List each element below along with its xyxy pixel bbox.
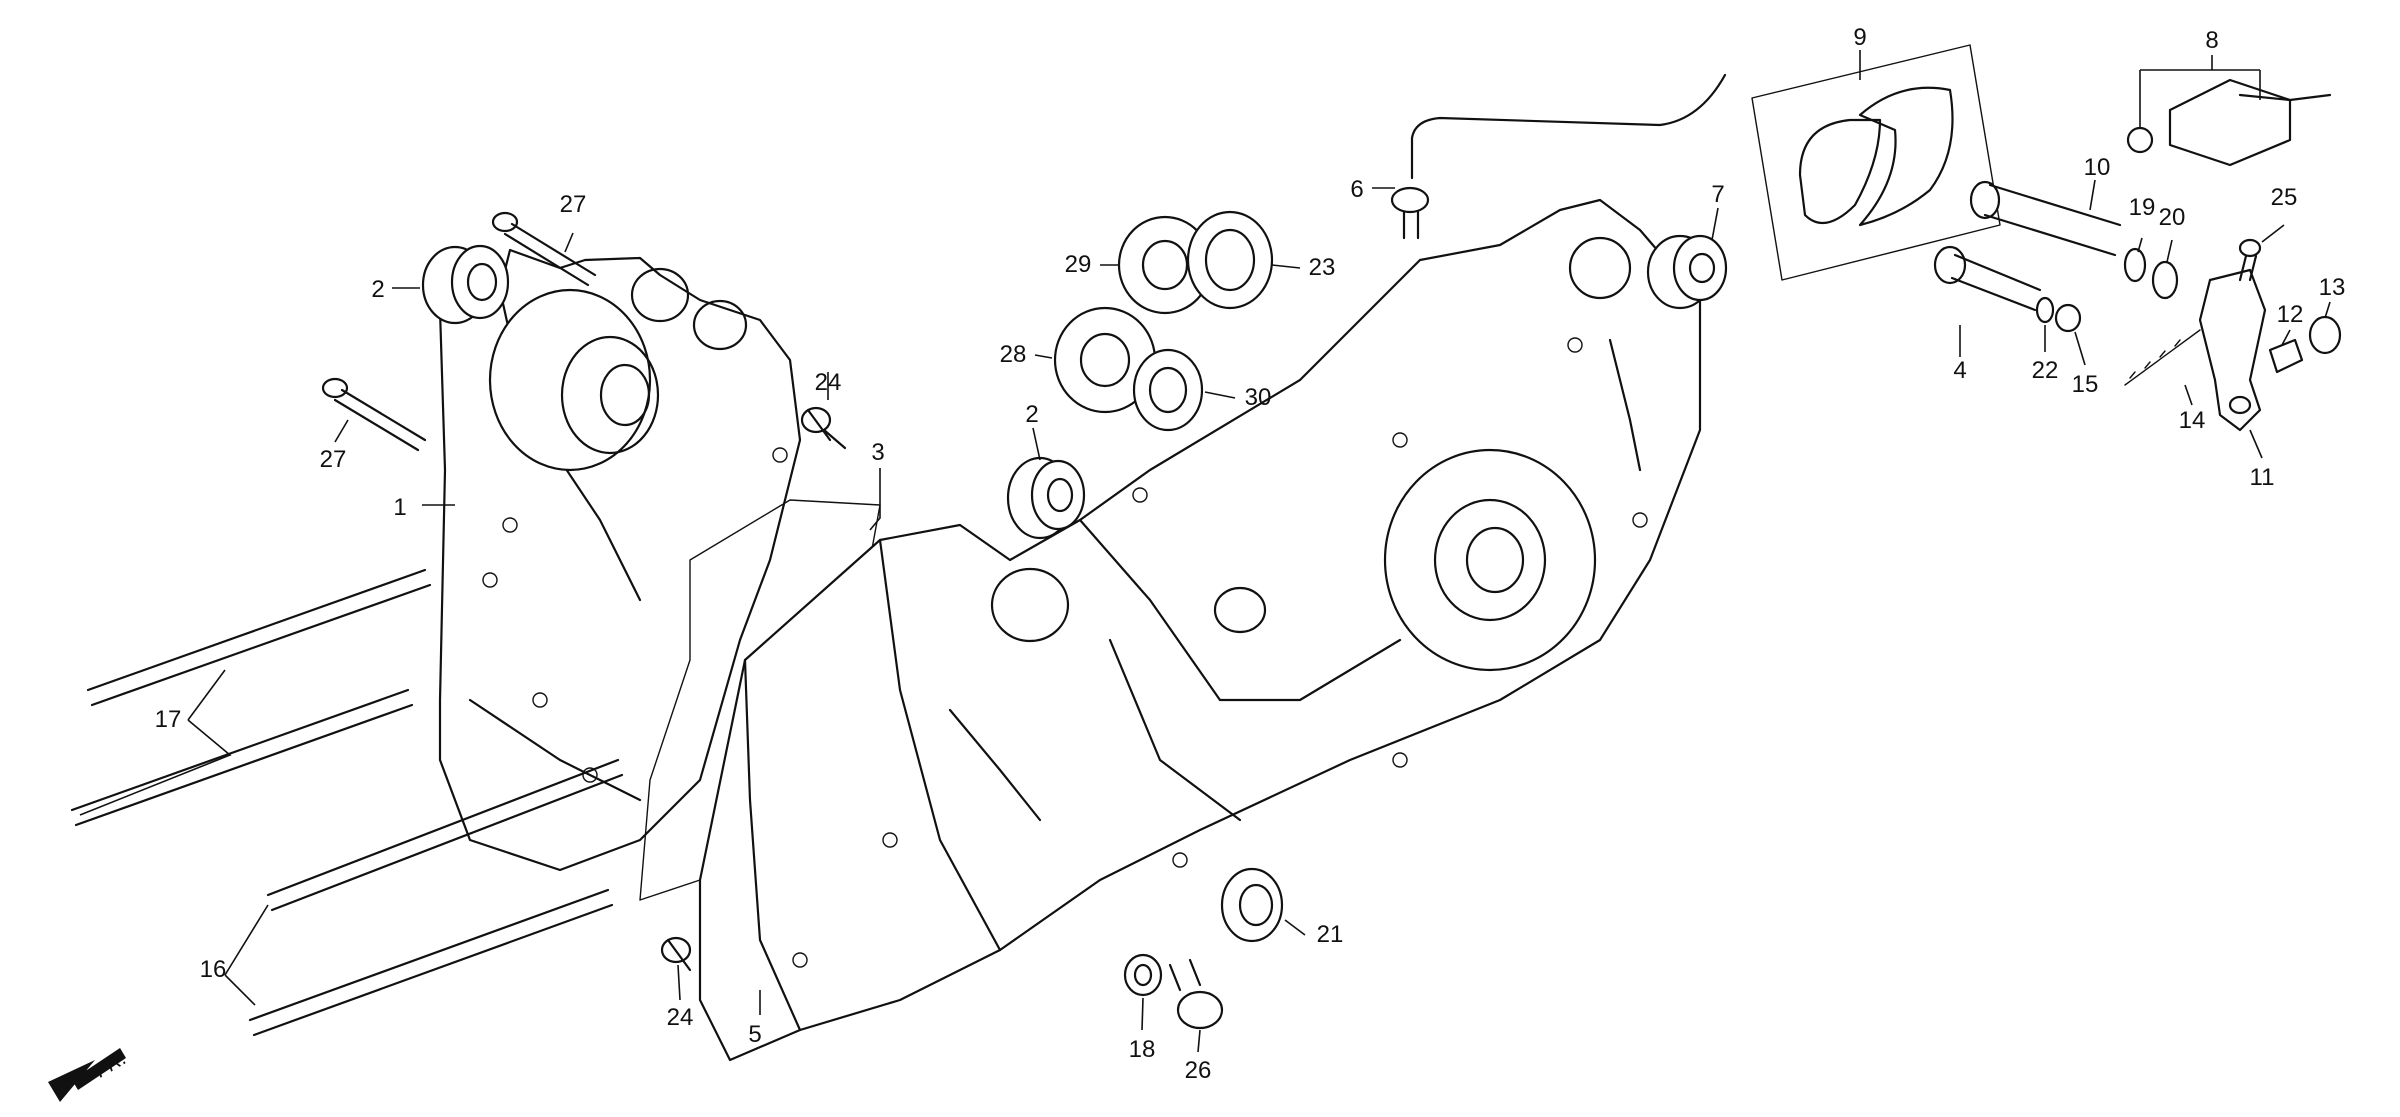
callout-11: 11 [2250, 464, 2275, 491]
callout-19: 19 [2129, 194, 2156, 221]
callout-22: 22 [2032, 357, 2059, 384]
oil-seal-23 [1186, 210, 1274, 310]
cap-13 [2308, 315, 2342, 355]
washer-22 [2035, 296, 2055, 324]
callout-labels: 1 2 2 3 4 5 6 7 8 9 10 11 12 13 14 15 16… [155, 24, 2346, 1084]
callout-2a: 2 [371, 276, 384, 303]
callout-26: 26 [1185, 1057, 1212, 1084]
callout-4: 4 [1953, 357, 1966, 384]
callout-1: 1 [393, 494, 406, 521]
callout-24b: 24 [667, 1004, 694, 1031]
callout-5: 5 [748, 1021, 761, 1048]
front-direction-indicator: FR. [48, 1047, 130, 1102]
washer-18 [1123, 953, 1163, 997]
bushing-7 [1646, 234, 1728, 310]
shaft-4 [1933, 245, 2042, 312]
callout-27b: 27 [320, 446, 347, 473]
callout-17: 17 [155, 706, 182, 733]
nut-15 [2054, 303, 2082, 333]
drain-bolt-26 [1168, 958, 1224, 1030]
oil-seal-30 [1132, 348, 1204, 432]
callout-9: 9 [1853, 24, 1866, 51]
bolt-27-lower [321, 377, 427, 452]
oil-seal-21 [1220, 867, 1284, 943]
front-arrow-icon [48, 1048, 126, 1102]
stud-bolts-17 [70, 568, 432, 827]
right-crankcase-half [698, 198, 1702, 1062]
callout-29: 29 [1065, 251, 1092, 278]
left-crankcase-half [438, 248, 802, 872]
brake-cam-shaft-10 [1969, 180, 2122, 257]
pin-12 [2268, 338, 2304, 374]
washer-19 [2123, 247, 2147, 283]
callout-7: 7 [1711, 181, 1724, 208]
callout-18: 18 [1129, 1036, 1156, 1063]
callout-10: 10 [2084, 154, 2111, 181]
stud-bolts-16 [248, 758, 624, 1037]
callout-8: 8 [2205, 27, 2218, 54]
leader-lines [79, 50, 2331, 1053]
callout-28: 28 [1000, 341, 1027, 368]
callout-30: 30 [1245, 384, 1272, 411]
bushing-2-top [421, 244, 510, 325]
callout-24a: 24 [815, 369, 842, 396]
callout-20: 20 [2159, 204, 2186, 231]
switch-8 [2126, 78, 2332, 167]
callout-16: 16 [200, 956, 227, 983]
callout-14: 14 [2179, 407, 2206, 434]
callout-21: 21 [1317, 921, 1344, 948]
callout-25: 25 [2271, 184, 2298, 211]
callout-12: 12 [2277, 301, 2304, 328]
callout-2b: 2 [1025, 401, 1038, 428]
bolt-27-upper [491, 211, 597, 287]
brake-shoe-9 [1751, 44, 2001, 281]
callout-3: 3 [871, 439, 884, 466]
callout-13: 13 [2319, 274, 2346, 301]
callout-15: 15 [2072, 371, 2099, 398]
bolt-25 [2238, 238, 2262, 282]
callout-23: 23 [1309, 254, 1336, 281]
callout-6: 6 [1350, 176, 1363, 203]
callout-27a: 27 [560, 191, 587, 218]
dowel-pin-24-lower [660, 936, 692, 972]
dowel-pin-24-upper [800, 406, 847, 450]
spring-14 [2124, 329, 2201, 386]
bushing-2-mid [1006, 456, 1086, 540]
breather-tube-6 [1390, 73, 1727, 240]
o-ring-20 [2151, 260, 2179, 300]
brake-arm-11 [2198, 268, 2267, 432]
